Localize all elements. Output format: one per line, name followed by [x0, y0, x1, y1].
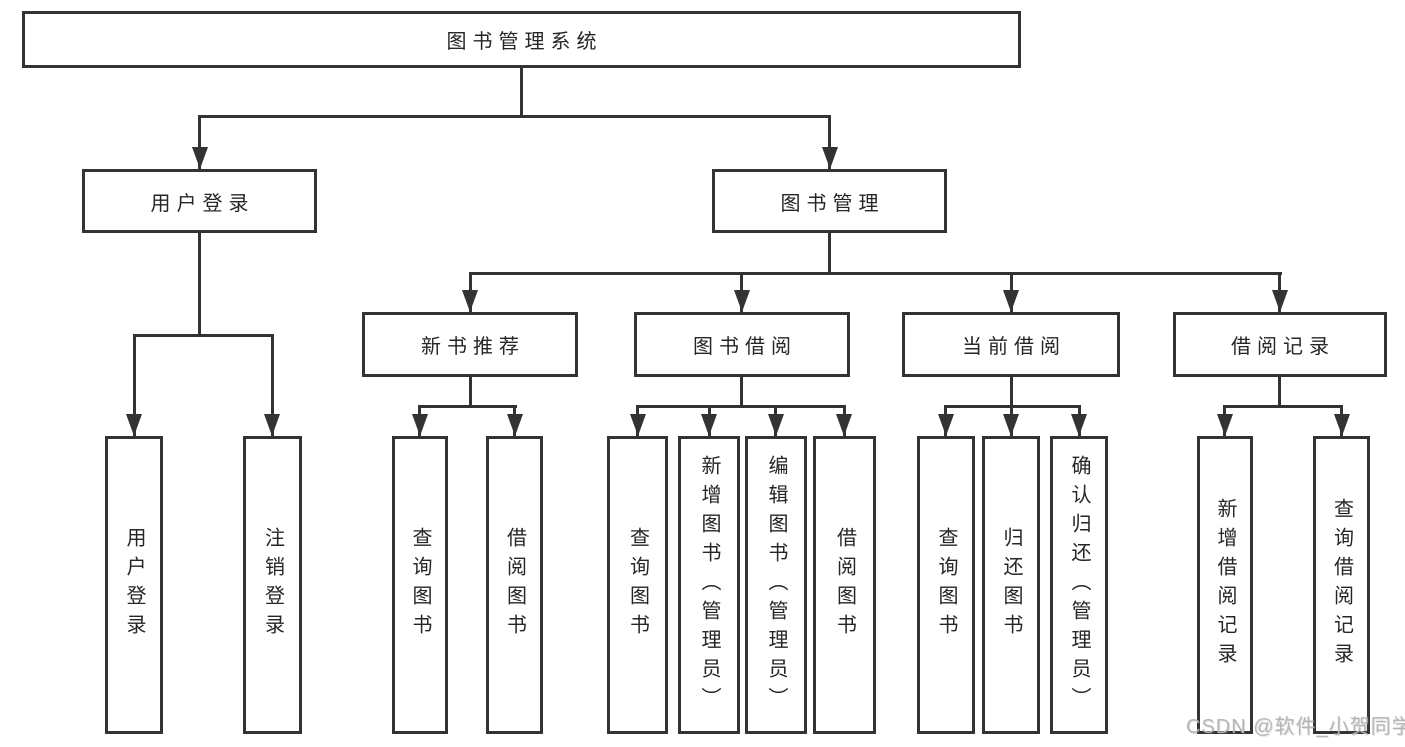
edge-current-borrow-stem [1010, 377, 1013, 408]
node-new-book-recommend: 新书推荐 [362, 312, 578, 377]
leaf-return-books: 归还图书 [982, 436, 1040, 734]
arrowhead-down-icon [822, 147, 838, 169]
edge-user-login-stem [198, 233, 201, 337]
arrowhead-down-icon [1217, 414, 1233, 436]
arrowhead-down-icon [462, 290, 478, 312]
edge-book-management-stem [828, 233, 831, 275]
leaf-recommend-query-books: 查询图书 [392, 436, 448, 734]
arrowhead-down-icon [412, 414, 428, 436]
leaf-add-borrow-record-label: 新增借阅记录 [1214, 498, 1236, 672]
arrowhead-down-icon [1272, 290, 1288, 312]
node-book-borrow: 图书借阅 [634, 312, 850, 377]
edge-recommend-stem [469, 377, 472, 408]
node-new-book-recommend-label: 新书推荐 [421, 336, 525, 358]
node-root-label: 图书管理系统 [446, 31, 603, 53]
node-borrow-records: 借阅记录 [1173, 312, 1387, 377]
leaf-logout: 注销登录 [243, 436, 302, 734]
edge-book-borrow-split [636, 405, 846, 408]
leaf-recommend-borrow-books: 借阅图书 [486, 436, 543, 734]
edge-borrow-records-stem [1278, 377, 1281, 408]
arrowhead-down-icon [938, 414, 954, 436]
leaf-return-books-label: 归还图书 [1000, 527, 1022, 643]
edge-root-stem [520, 68, 523, 117]
leaf-borrow-books-label: 借阅图书 [833, 527, 856, 643]
node-current-borrow-label: 当前借阅 [962, 336, 1066, 358]
edge-to-leaf-user-login [133, 334, 136, 436]
arrowhead-down-icon [507, 414, 523, 436]
leaf-add-books-admin: 新增图书（管理员） [678, 436, 740, 734]
arrowhead-down-icon [1003, 414, 1019, 436]
arrowhead-down-icon [1071, 414, 1087, 436]
node-user-login-label: 用户登录 [150, 192, 255, 215]
leaf-add-books-admin-label: 新增图书（管理员） [698, 454, 720, 716]
edge-book-borrow-stem [740, 377, 743, 408]
edge-user-login-split [133, 334, 274, 337]
csdn-watermark: CSDN @软件_小贺同学 [1186, 716, 1405, 738]
leaf-add-borrow-record: 新增借阅记录 [1197, 436, 1253, 734]
node-current-borrow: 当前借阅 [902, 312, 1120, 377]
arrowhead-down-icon [264, 414, 280, 436]
edge-book-management-split [469, 272, 1282, 275]
leaf-user-login-label: 用户登录 [123, 527, 145, 643]
leaf-logout-label: 注销登录 [261, 527, 284, 643]
leaf-current-query-books-label: 查询图书 [935, 527, 957, 643]
node-root: 图书管理系统 [22, 11, 1021, 68]
leaf-edit-books-admin-label: 编辑图书（管理员） [765, 454, 787, 716]
arrowhead-down-icon [126, 414, 142, 436]
leaf-borrow-query-books-label: 查询图书 [626, 527, 649, 643]
leaf-recommend-query-books-label: 查询图书 [409, 527, 431, 643]
edge-to-leaf-logout [271, 334, 274, 436]
node-book-borrow-label: 图书借阅 [693, 336, 797, 358]
leaf-recommend-borrow-books-label: 借阅图书 [503, 527, 526, 643]
leaf-current-query-books: 查询图书 [917, 436, 975, 734]
leaf-confirm-return-admin-label: 确认归还（管理员） [1068, 454, 1090, 716]
edge-root-split [198, 115, 831, 118]
leaf-user-login: 用户登录 [105, 436, 163, 734]
arrowhead-down-icon [630, 414, 646, 436]
node-borrow-records-label: 借阅记录 [1231, 336, 1335, 358]
leaf-borrow-query-books: 查询图书 [607, 436, 668, 734]
leaf-confirm-return-admin: 确认归还（管理员） [1050, 436, 1108, 734]
arrowhead-down-icon [701, 414, 717, 436]
edge-recommend-split [418, 405, 517, 408]
edge-to-user-login [198, 115, 201, 169]
node-book-management: 图书管理 [712, 169, 947, 233]
edge-to-book-management [828, 115, 831, 169]
arrowhead-down-icon [192, 147, 208, 169]
leaf-edit-books-admin: 编辑图书（管理员） [745, 436, 807, 734]
arrowhead-down-icon [1003, 290, 1019, 312]
arrowhead-down-icon [768, 414, 784, 436]
arrowhead-down-icon [836, 414, 852, 436]
node-user-login: 用户登录 [82, 169, 317, 233]
leaf-query-borrow-record-label: 查询借阅记录 [1330, 498, 1353, 672]
arrowhead-down-icon [734, 290, 750, 312]
leaf-borrow-books: 借阅图书 [813, 436, 876, 734]
edge-borrow-records-split [1223, 405, 1343, 408]
leaf-query-borrow-record: 查询借阅记录 [1313, 436, 1370, 734]
arrowhead-down-icon [1334, 414, 1350, 436]
node-book-management-label: 图书管理 [780, 192, 885, 215]
